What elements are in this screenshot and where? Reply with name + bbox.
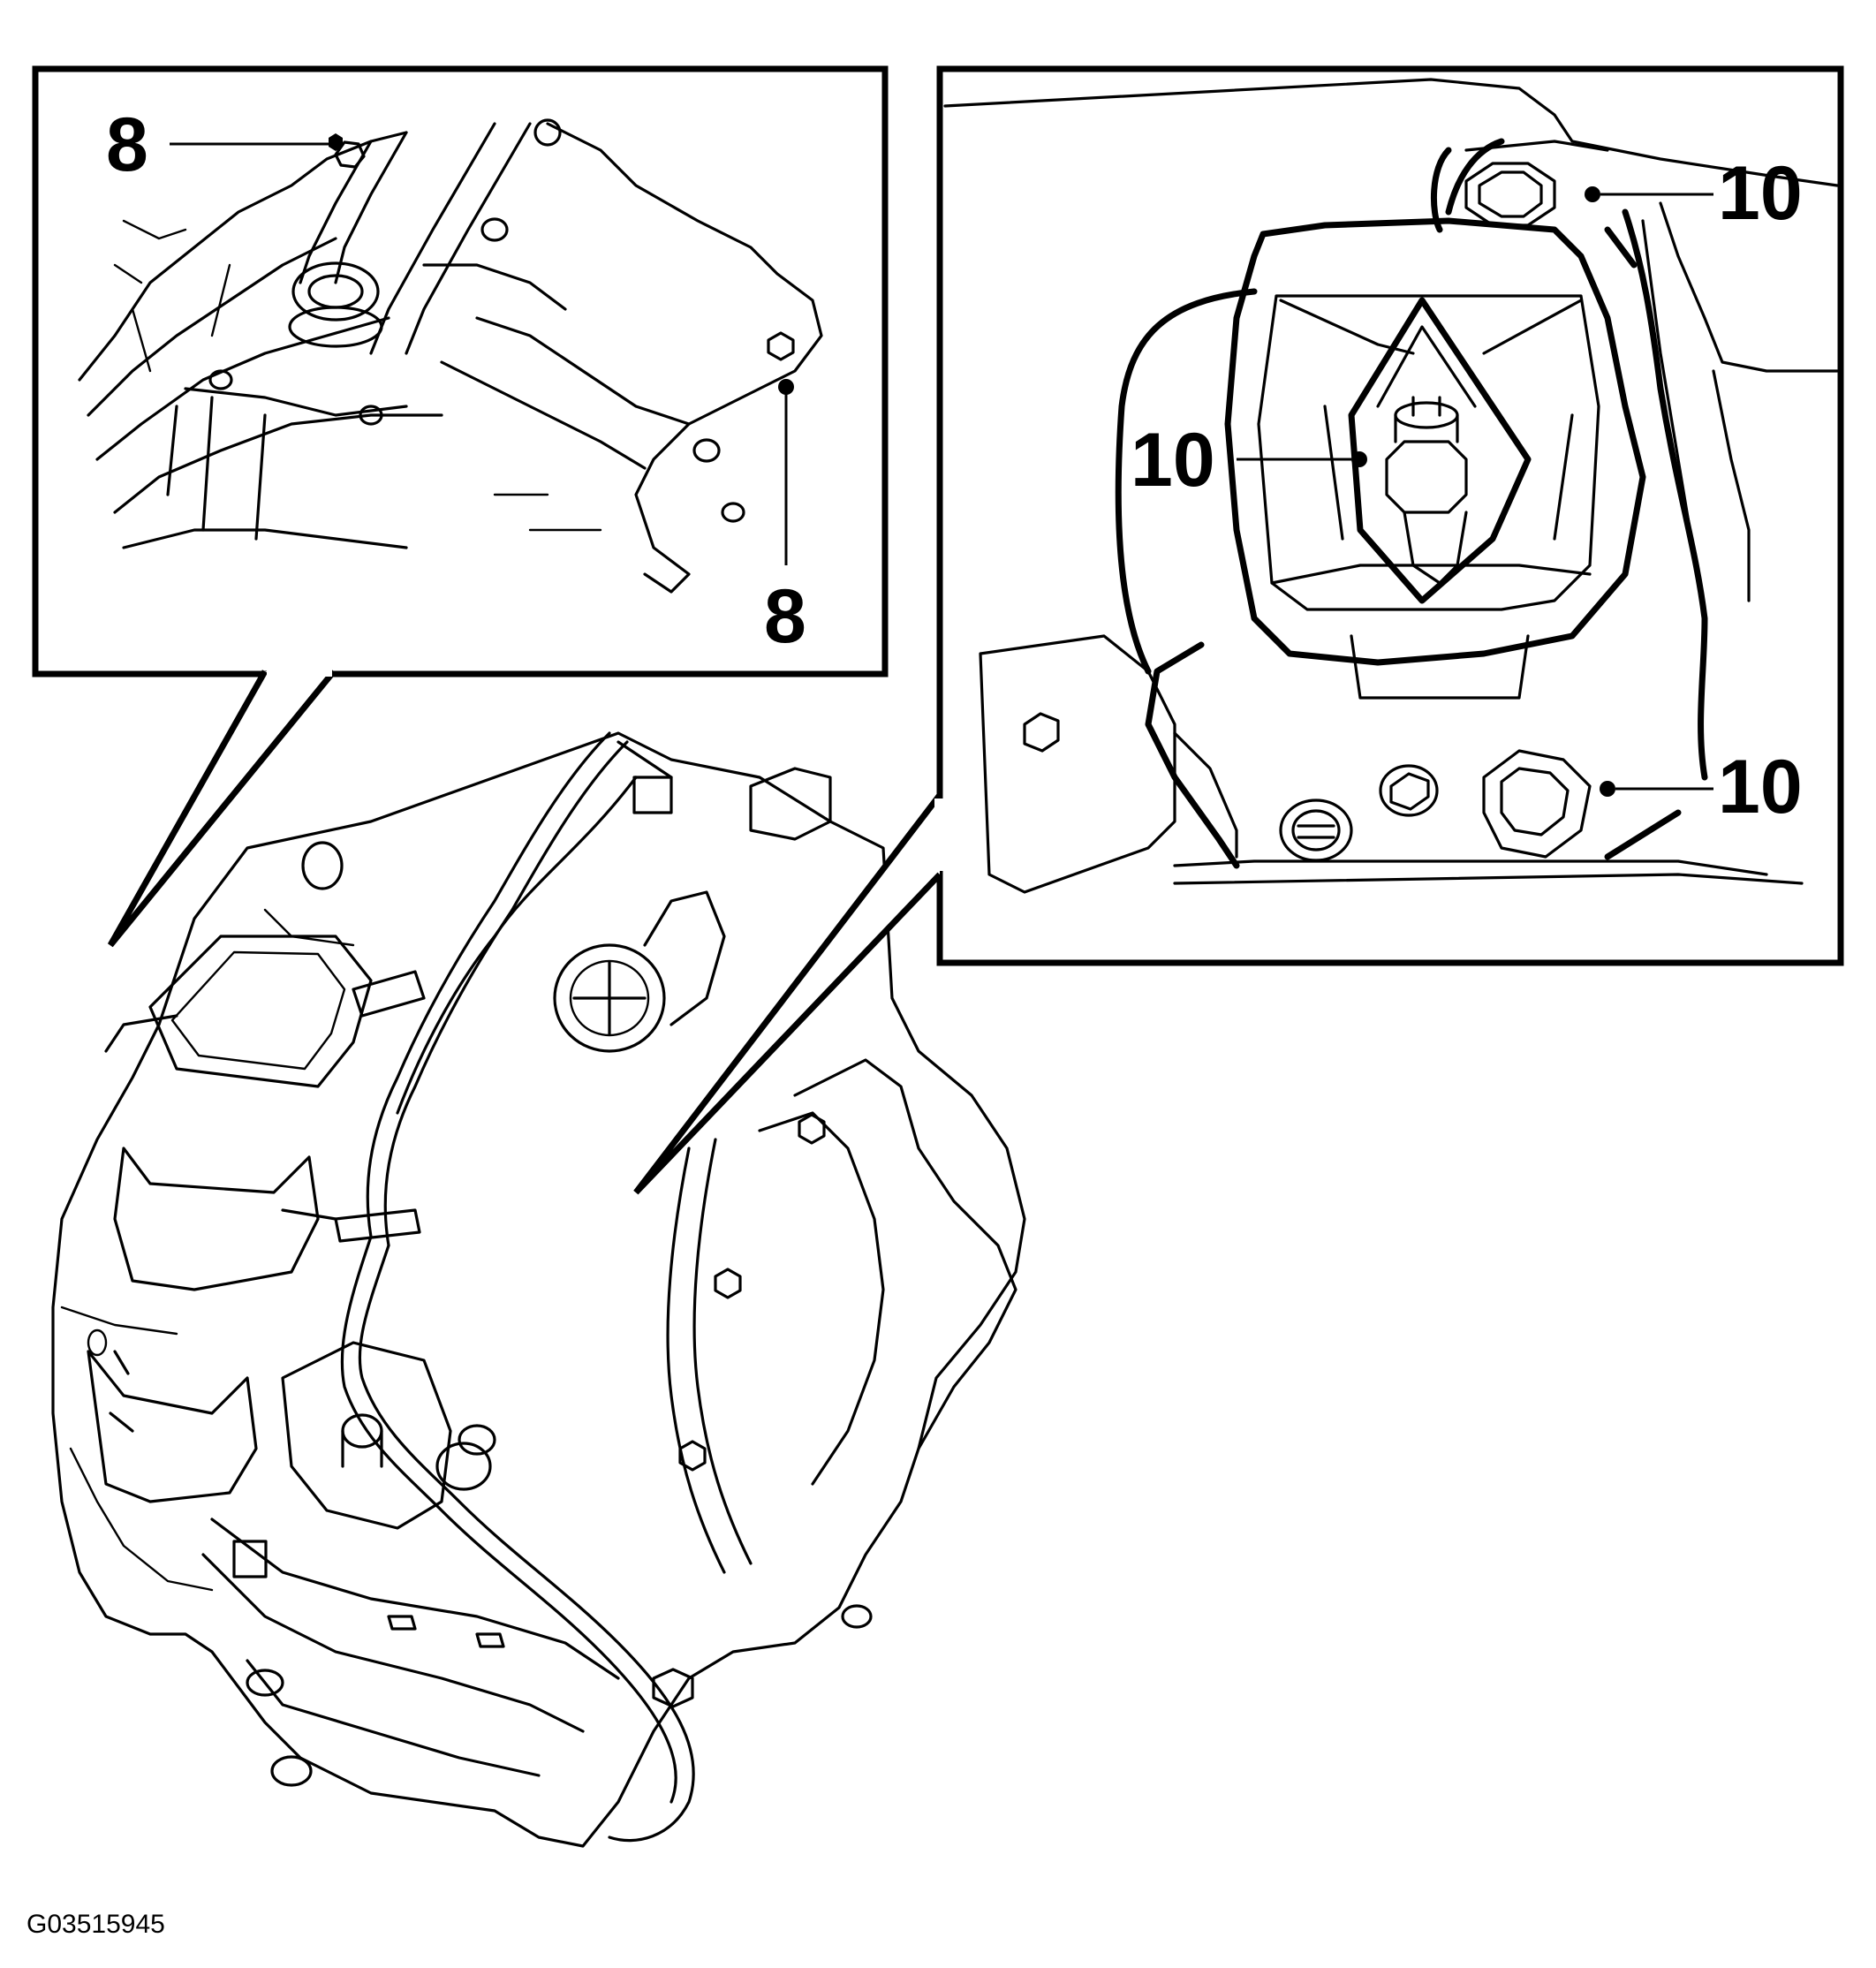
right-inset-drawing: [943, 78, 1839, 894]
callout-dot: [778, 379, 794, 395]
right-inset: 10 10 10: [633, 65, 1844, 1195]
callout-dot: [1600, 781, 1615, 797]
callout-10-top: 10: [1718, 151, 1803, 236]
callout-dot: [329, 133, 343, 151]
callout-dot: [1585, 186, 1600, 202]
transmission-assembly: [51, 731, 1026, 1848]
left-inset-drawing: [78, 118, 823, 594]
callout-8-bottom: 8: [764, 574, 806, 659]
figure-id: G03515945: [26, 1910, 165, 1939]
callout-10-bottom: 10: [1718, 745, 1803, 829]
callout-dot: [1351, 451, 1367, 467]
left-inset: 8 8: [32, 65, 889, 948]
callout-10-middle: 10: [1131, 418, 1215, 503]
callout-8-top: 8: [106, 102, 148, 187]
